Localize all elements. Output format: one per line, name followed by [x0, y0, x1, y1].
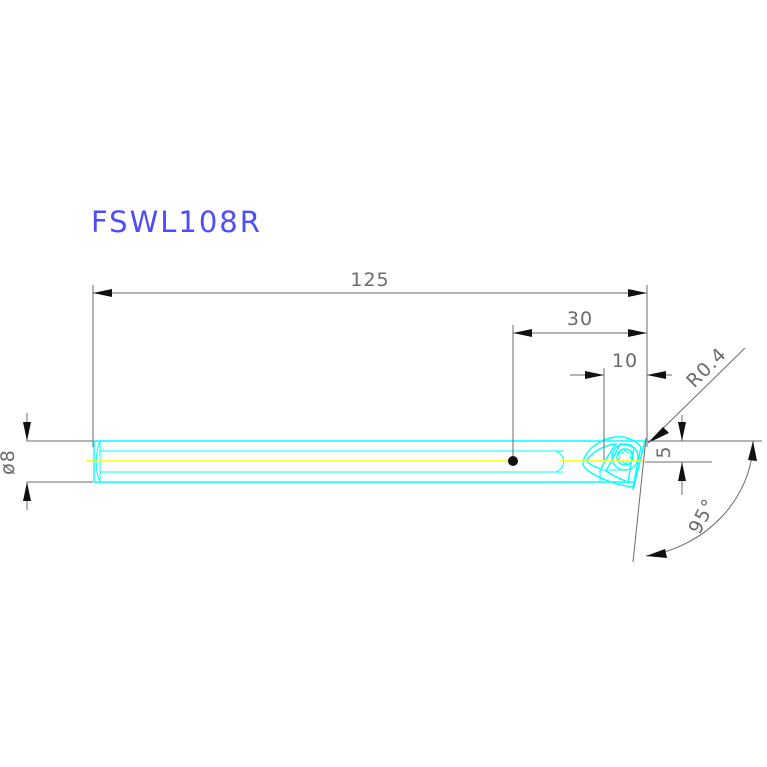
arrowhead-arc-bottom-95 — [646, 549, 667, 558]
arrowhead-arc-top-95 — [748, 441, 757, 461]
arrowhead-top-5 — [678, 422, 686, 441]
insert-screw-torx-icon — [617, 449, 633, 465]
tool-body-group — [86, 436, 646, 491]
dimension-insert-offset: 10 — [570, 350, 672, 460]
arrowhead-right-125 — [628, 289, 647, 297]
dimension-label-30: 30 — [567, 308, 593, 330]
dimension-label-5: 5 — [653, 445, 675, 458]
leader-point-30 — [508, 456, 518, 466]
dimension-head-length: 30 — [508, 308, 647, 466]
insert-screw-hole-outer — [611, 443, 639, 471]
leader-line-r04 — [647, 347, 746, 444]
arrowhead-inner-left-10 — [585, 371, 604, 379]
arrowhead-left-125 — [93, 289, 112, 297]
dimension-overall-length: 125 — [92, 269, 648, 447]
dimension-label-125: 125 — [350, 269, 389, 291]
insert-screw-hole-inner — [616, 448, 634, 466]
dimension-shank-diameter: ø8 — [0, 413, 93, 510]
dimension-label-d8: ø8 — [0, 449, 19, 475]
arrowhead-bottom-d8 — [23, 482, 31, 501]
arrowhead-right-30 — [628, 329, 647, 337]
dimension-cutting-height: 5 — [645, 415, 745, 495]
angle-reference-line-vertical — [632, 437, 647, 563]
arrowhead-top-d8 — [23, 422, 31, 441]
dimension-corner-radius: R0.4 — [647, 343, 746, 444]
dimension-label-10: 10 — [612, 350, 638, 372]
arrowhead-left-30 — [513, 329, 532, 337]
arrowhead-bottom-5 — [678, 462, 686, 481]
insert-pocket-outline — [582, 436, 642, 488]
part-number-title: FSWL108R — [91, 205, 262, 239]
angle-arc-95 — [645, 440, 754, 557]
insert-cutting-edge — [585, 443, 618, 470]
arrowhead-inner-right-10 — [647, 371, 666, 379]
dimension-label-95deg: 95° — [684, 495, 721, 538]
insert-rake-face — [605, 443, 635, 483]
head-front-face — [632, 440, 646, 491]
arrowhead-r04 — [648, 427, 669, 443]
